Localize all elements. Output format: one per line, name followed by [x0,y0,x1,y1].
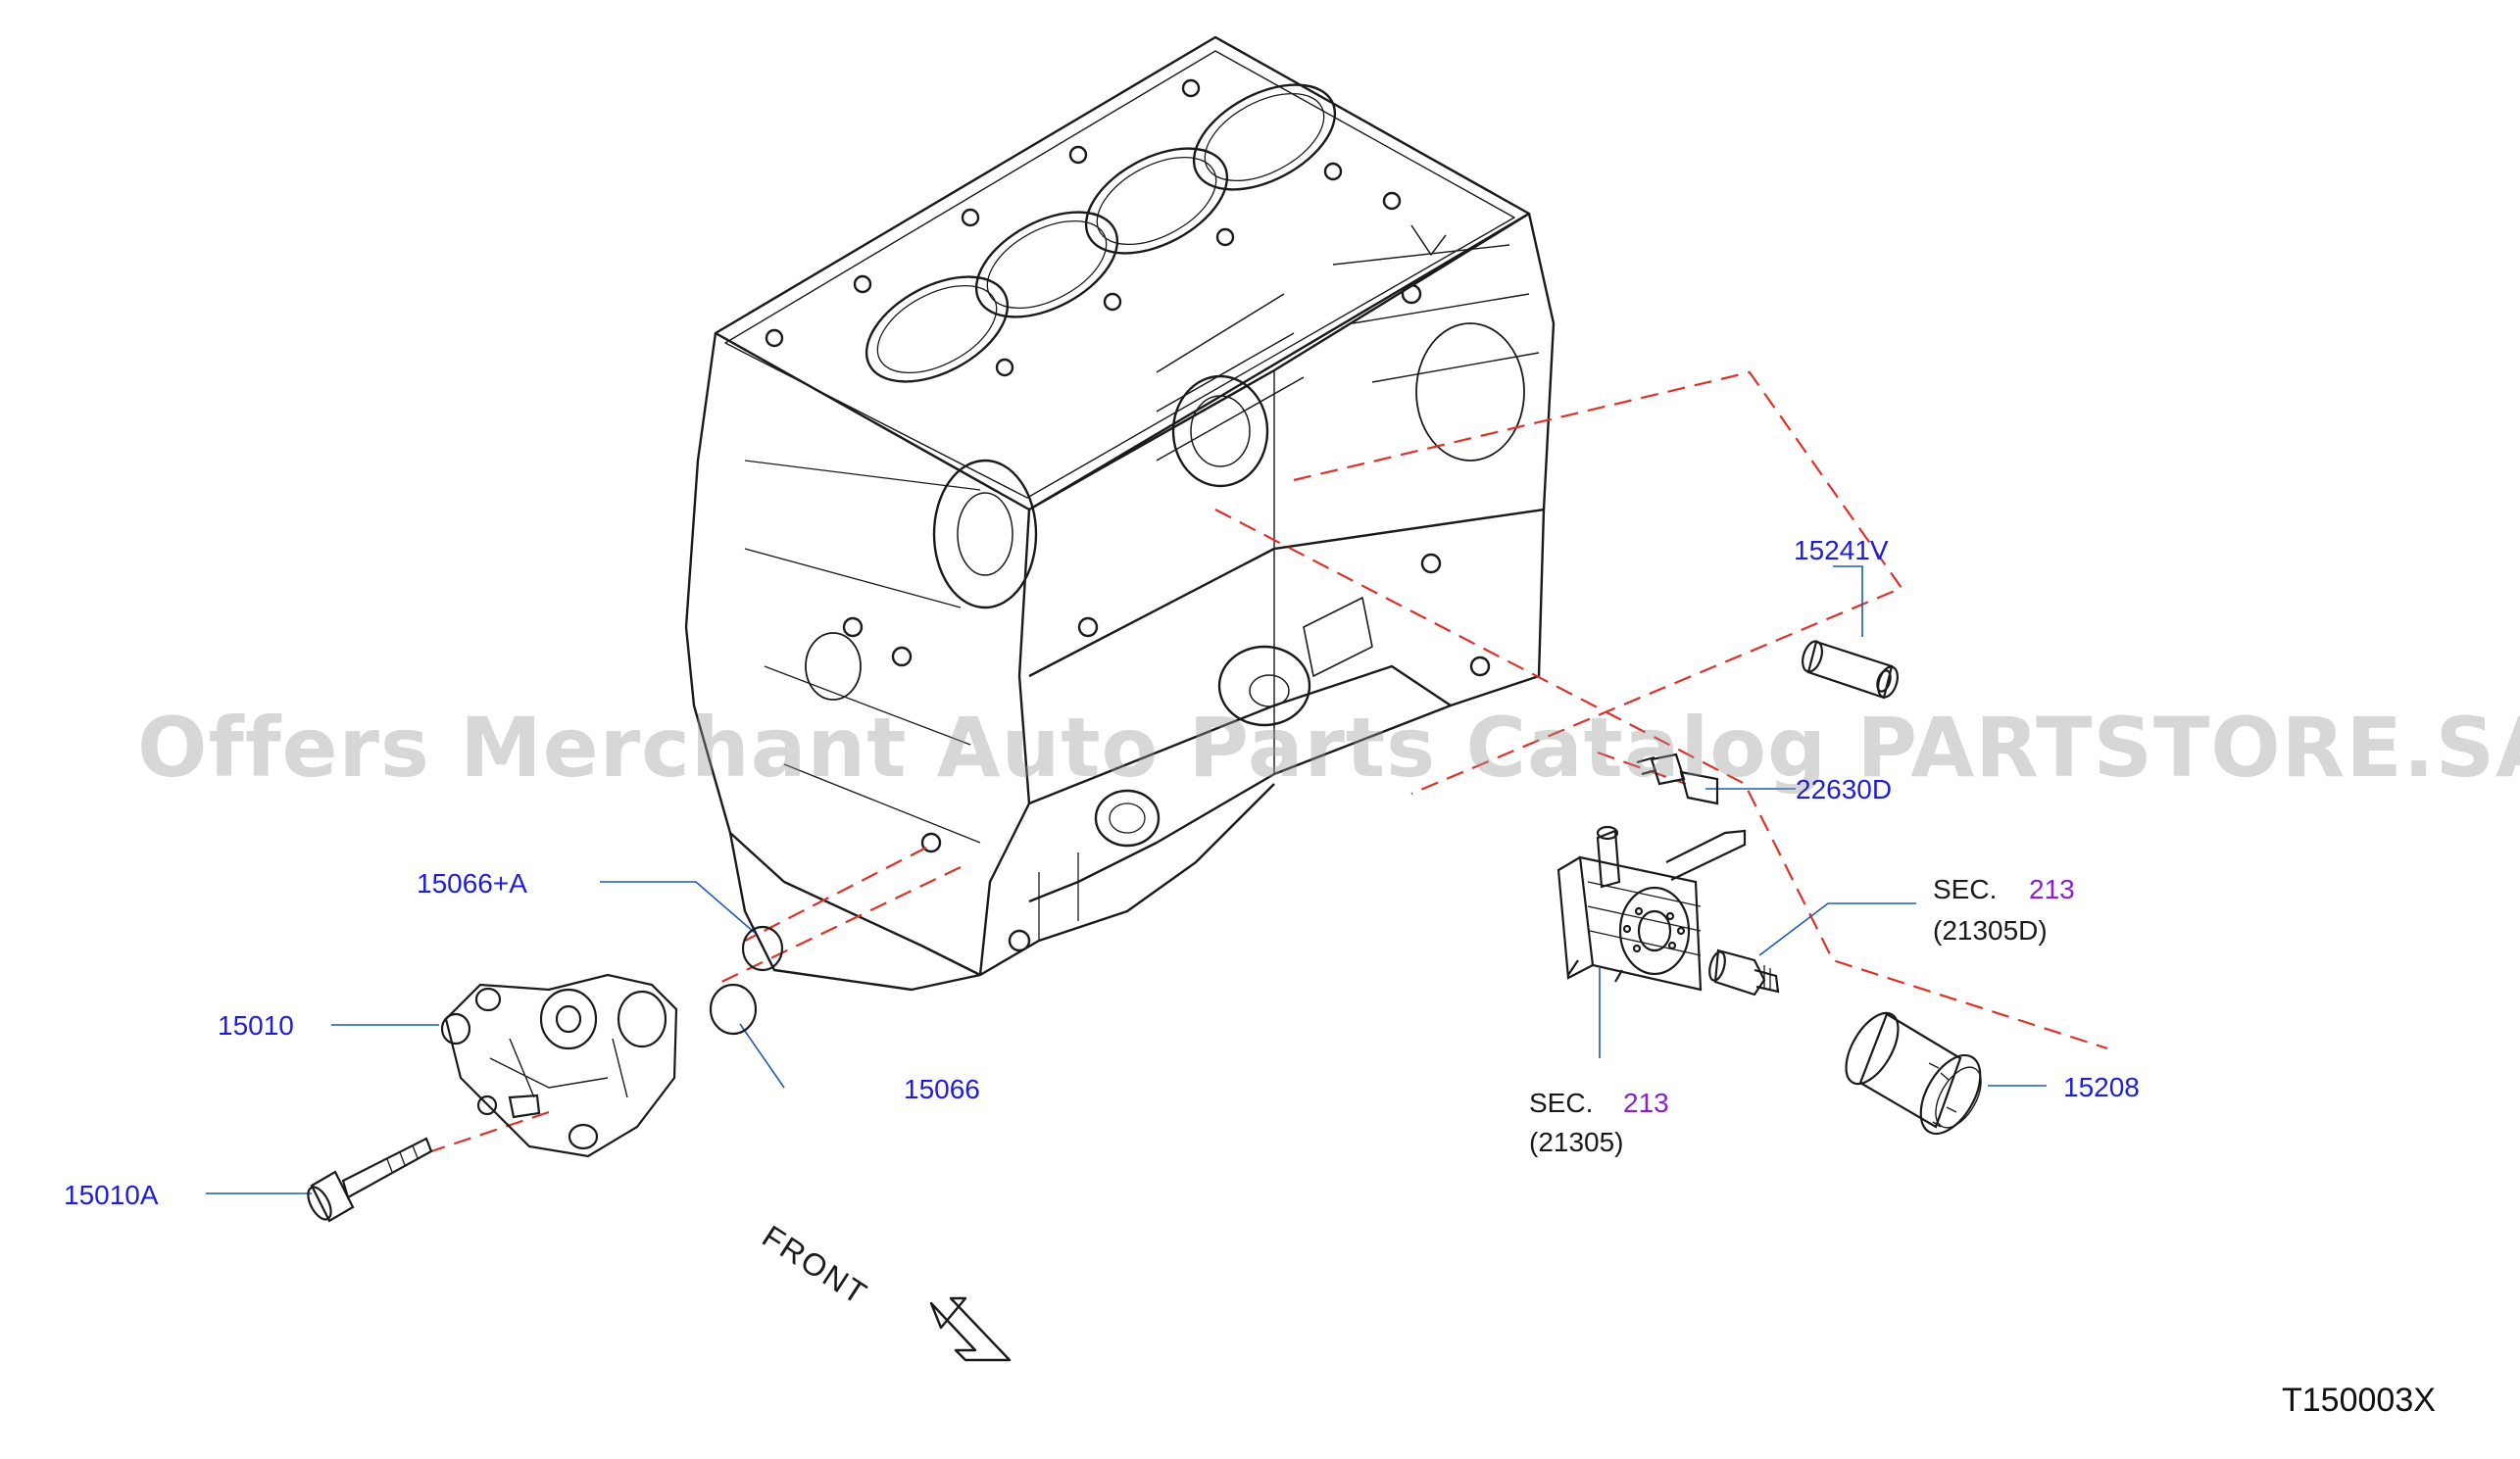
bolt-15010a-illustration [307,1137,433,1223]
part-label-22630d[interactable]: 22630D [1796,774,1893,804]
section-top-prefix: SEC. [1933,874,1998,904]
part-label-15066[interactable]: 15066 [904,1074,980,1104]
part-leader-lines [206,565,2047,1194]
part-label-15208[interactable]: 15208 [2063,1072,2140,1102]
oil-cooler-illustration [1556,825,1747,992]
section-bottom-number-link[interactable]: 213 [1623,1088,1669,1118]
part-label-15066a[interactable]: 15066+A [417,868,527,899]
part-label-15010[interactable]: 15010 [218,1010,294,1041]
connector-21305d-illustration [1708,948,1780,997]
diagram-code: T150003X [2282,1382,2436,1419]
oil-filter-illustration [1845,1011,1982,1136]
part-15241v-illustration [1802,640,1899,700]
section-top-ref: (21305D) [1933,915,2048,946]
part-22630d-illustration [1636,753,1719,805]
oil-pump-illustration [440,973,678,1158]
part-label-15010a[interactable]: 15010A [64,1180,159,1210]
section-bottom-ref: (21305) [1529,1127,1624,1157]
engine-block-illustration [684,35,1556,992]
o-rings-illustration [709,925,784,1036]
section-bottom-prefix: SEC. [1529,1088,1594,1118]
front-arrow-icon [929,1296,1012,1362]
section-top-number-link[interactable]: 213 [2029,874,2075,904]
part-label-15241v[interactable]: 15241V [1794,535,1889,565]
assembly-dashed-lines [430,370,2108,1153]
